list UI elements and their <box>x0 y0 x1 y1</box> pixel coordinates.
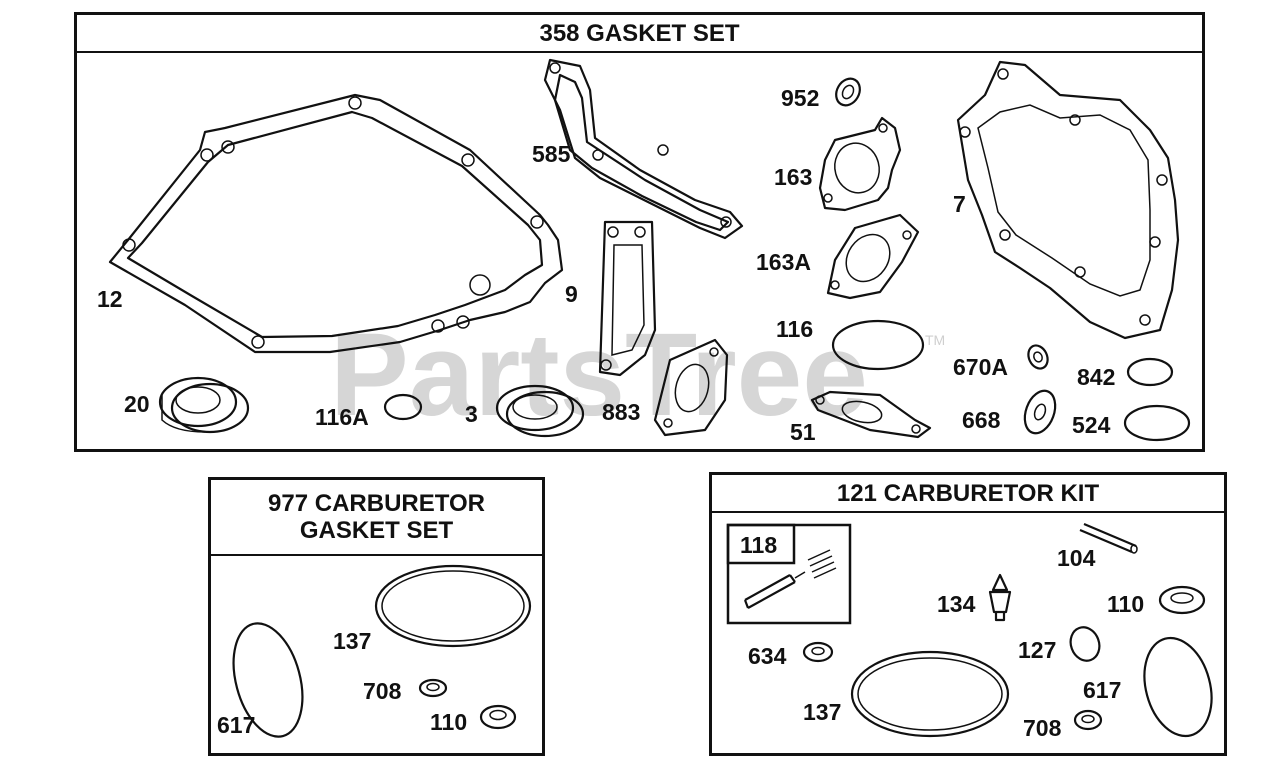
part-3-oil-seal[interactable] <box>495 384 585 438</box>
part-104-pin[interactable] <box>1079 522 1138 554</box>
label-118: 118 <box>740 532 777 558</box>
label-668: 668 <box>962 407 1001 433</box>
part-137-o-ring-kit[interactable] <box>850 650 1010 738</box>
part-668-washer[interactable] <box>1019 387 1060 438</box>
label-708-kit: 708 <box>1023 715 1062 741</box>
label-163: 163 <box>774 164 812 190</box>
label-585: 585 <box>532 141 571 167</box>
part-127-plug[interactable] <box>1066 623 1104 665</box>
label-3: 3 <box>465 401 478 427</box>
gasket-set-panel: 358 GASKET SET <box>74 12 1205 452</box>
part-9-gasket[interactable] <box>598 220 657 377</box>
part-617-o-ring-carb-set[interactable] <box>222 616 314 745</box>
part-708-washer-carb-set[interactable] <box>418 678 448 698</box>
part-110-washer-kit[interactable] <box>1158 585 1206 615</box>
part-617-o-ring-kit[interactable] <box>1134 630 1222 743</box>
watermark: PartsTree <box>330 309 868 441</box>
label-137-carb-set: 137 <box>333 628 371 654</box>
label-163A: 163A <box>756 249 811 275</box>
carb-gasket-set-title: 977 CARBURETOR GASKET SET <box>211 480 542 556</box>
label-20: 20 <box>124 391 150 417</box>
part-134-needle[interactable] <box>988 573 1012 622</box>
subkit-118-box <box>726 523 852 625</box>
carb-gasket-set-panel: 977 CARBURETOR GASKET SET <box>208 477 545 756</box>
part-118-needle-spring[interactable] <box>743 549 837 609</box>
label-952: 952 <box>781 85 819 111</box>
part-20-oil-seal[interactable] <box>158 376 250 434</box>
part-524-o-ring[interactable] <box>1123 404 1191 442</box>
part-116A-o-ring[interactable] <box>383 393 423 421</box>
part-12-crankcase-gasket[interactable] <box>108 93 564 354</box>
label-137-kit: 137 <box>803 699 841 725</box>
carb-kit-panel: 121 CARBURETOR KIT <box>709 472 1227 756</box>
part-110-washer-carb-set[interactable] <box>479 704 517 730</box>
label-110-kit: 110 <box>1107 591 1144 617</box>
label-116: 116 <box>776 316 813 342</box>
part-708-washer-kit[interactable] <box>1073 709 1103 731</box>
carb-gasket-set-title-line1: 977 CARBURETOR <box>268 490 485 517</box>
label-9: 9 <box>565 281 578 307</box>
carb-kit-title: 121 CARBURETOR KIT <box>712 475 1224 513</box>
label-617-carb-set: 617 <box>217 712 255 738</box>
label-883: 883 <box>602 399 640 425</box>
label-708-carb-set: 708 <box>363 678 402 704</box>
part-670A-washer[interactable] <box>1025 342 1051 371</box>
label-110-carb-set: 110 <box>430 709 467 735</box>
part-163-gasket[interactable] <box>818 116 902 212</box>
label-116A: 116A <box>315 404 369 430</box>
label-12: 12 <box>97 286 123 312</box>
label-51: 51 <box>790 419 816 445</box>
part-842-o-ring[interactable] <box>1126 357 1174 387</box>
label-127: 127 <box>1018 637 1056 663</box>
part-116-o-ring[interactable] <box>831 319 925 371</box>
part-163A-gasket[interactable] <box>826 213 920 300</box>
carb-gasket-set-title-line2: GASKET SET <box>299 517 454 544</box>
label-634: 634 <box>748 643 787 669</box>
label-104: 104 <box>1057 545 1096 571</box>
label-617-kit: 617 <box>1083 677 1121 703</box>
label-670A: 670A <box>953 354 1008 380</box>
label-7: 7 <box>953 191 966 217</box>
label-842: 842 <box>1077 364 1115 390</box>
part-634-washer[interactable] <box>802 641 834 663</box>
part-7-head-gasket[interactable] <box>956 60 1180 340</box>
label-134: 134 <box>937 591 976 617</box>
gasket-set-title: 358 GASKET SET <box>77 15 1202 53</box>
part-883-gasket[interactable] <box>653 338 729 437</box>
part-585-gasket[interactable] <box>543 58 744 240</box>
label-524: 524 <box>1072 412 1111 438</box>
part-51-gasket[interactable] <box>810 390 932 439</box>
part-137-o-ring-carb-set[interactable] <box>374 564 532 648</box>
watermark-trademark: TM <box>925 332 945 348</box>
part-952-washer[interactable] <box>831 74 864 109</box>
